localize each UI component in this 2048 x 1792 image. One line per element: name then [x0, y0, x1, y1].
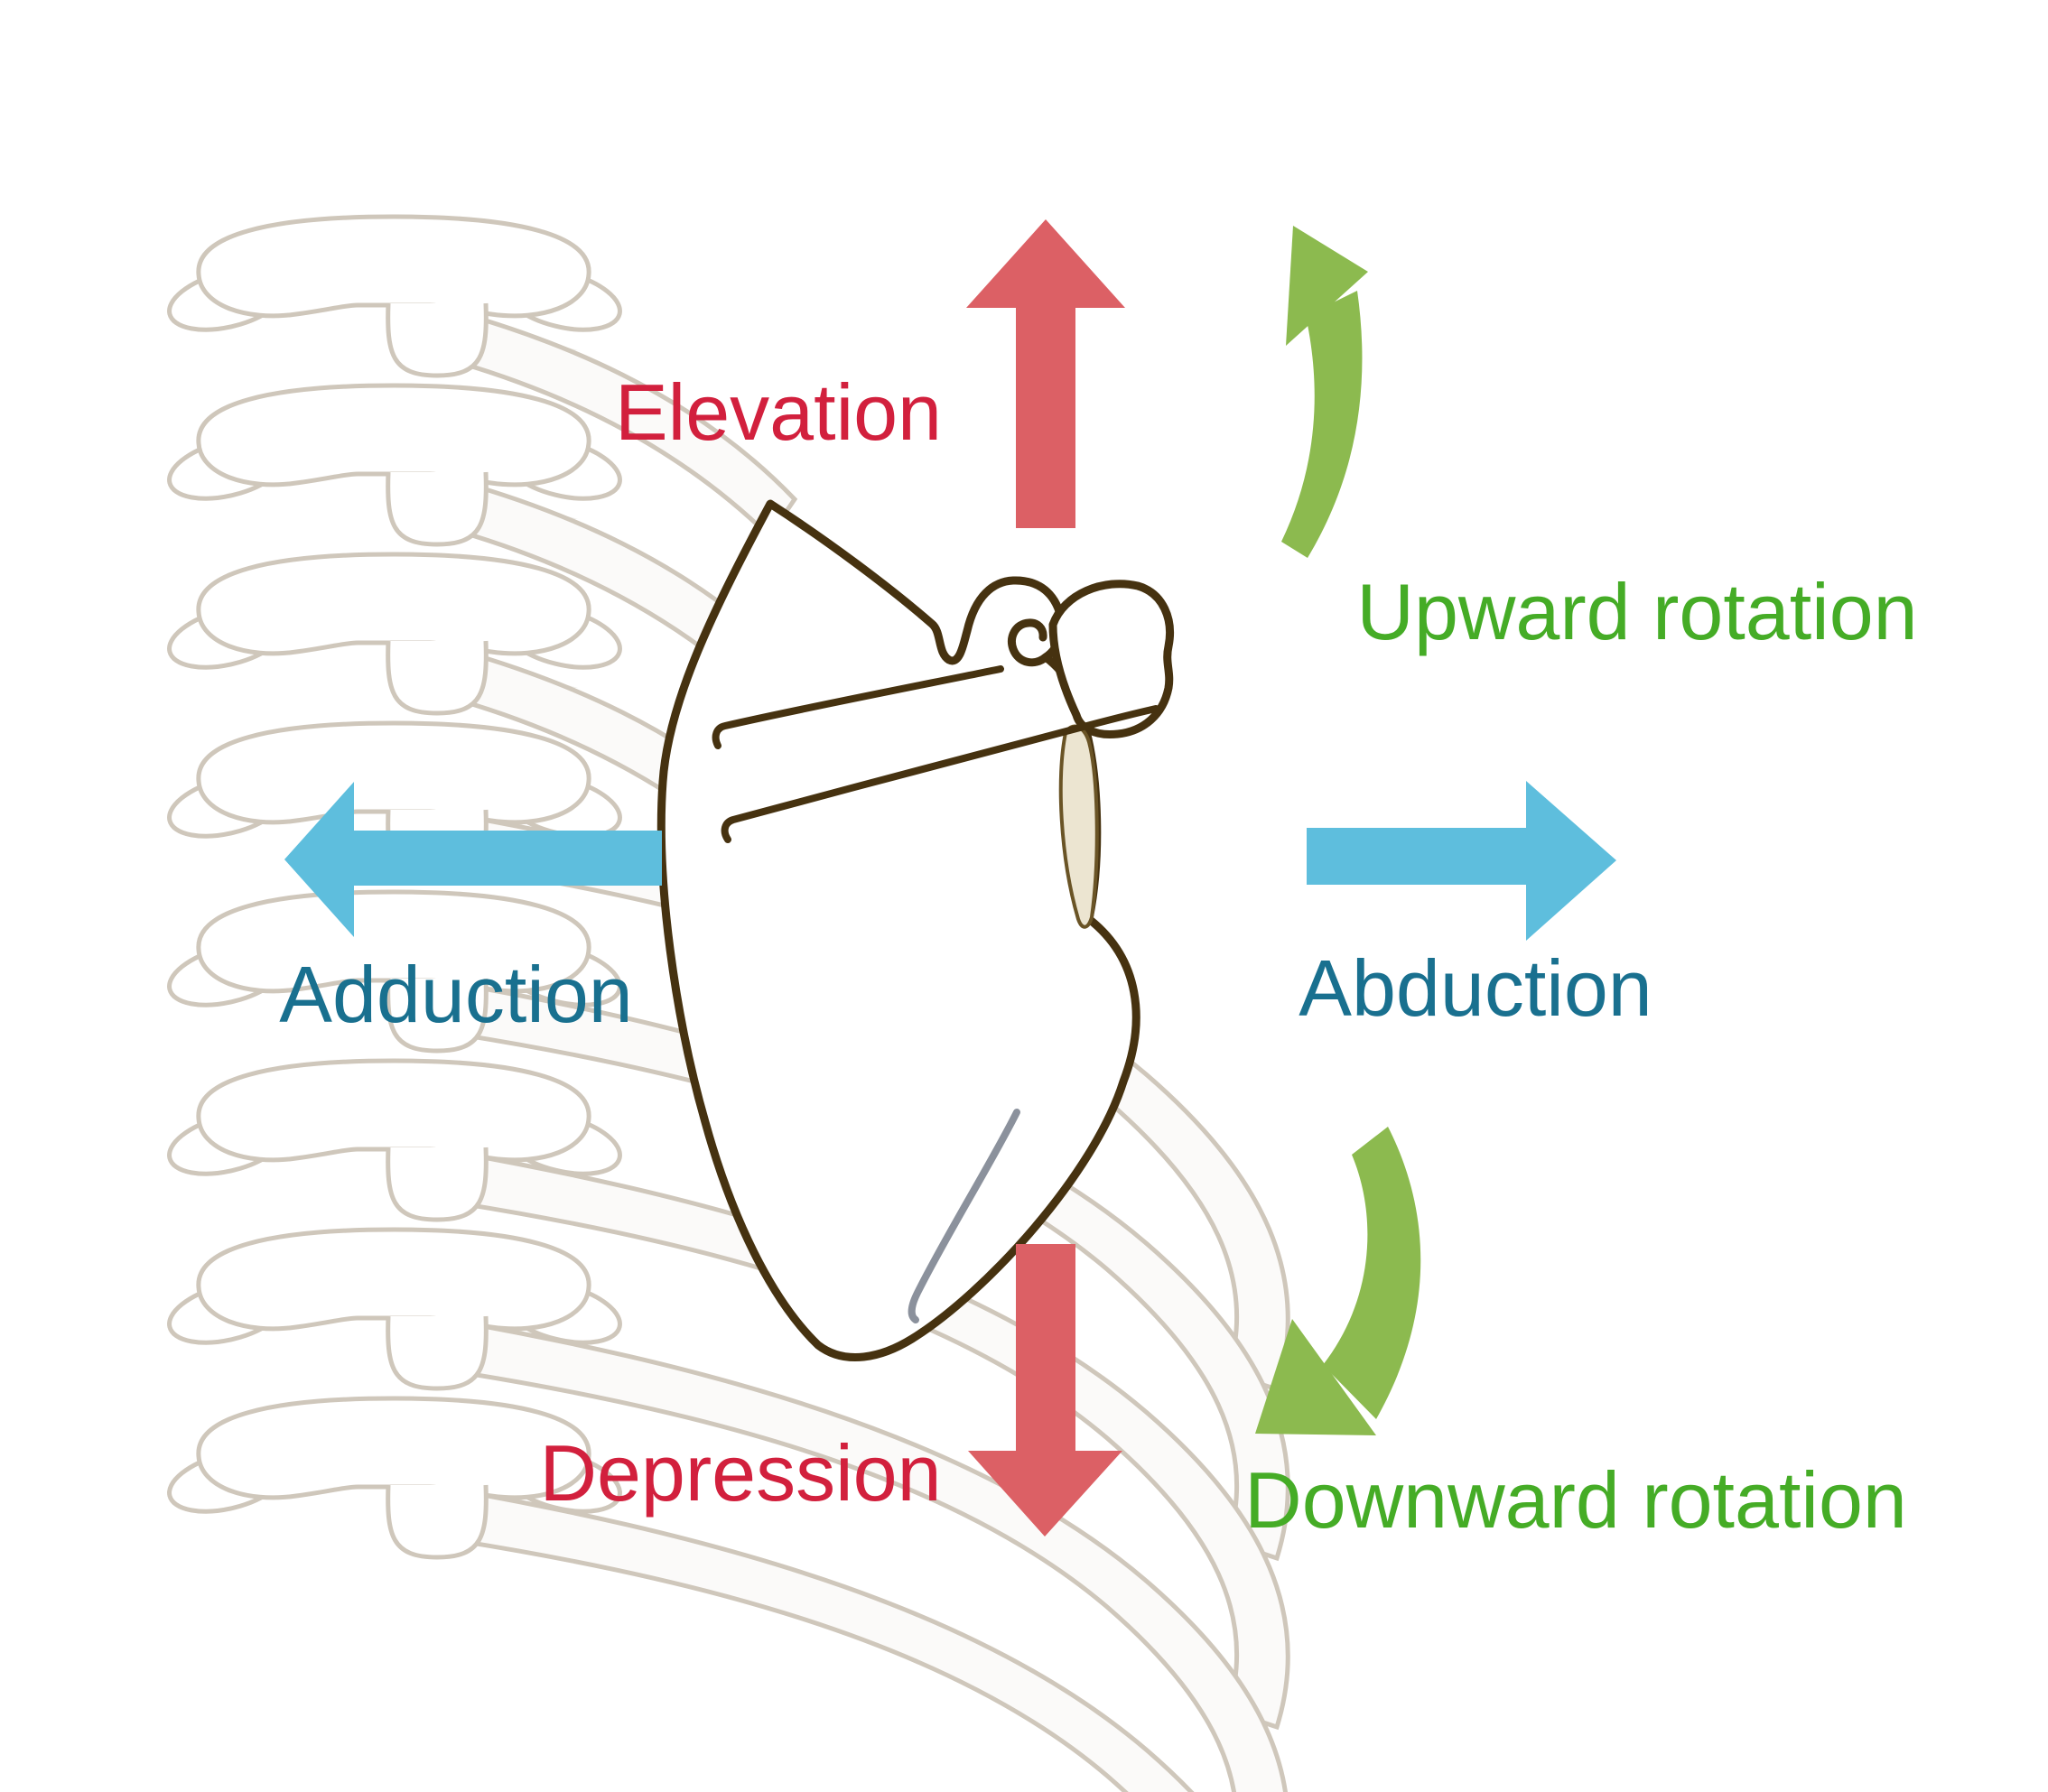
upward-rotation-arrowhead-icon: [1286, 226, 1368, 346]
depression-label: Depression: [539, 1428, 941, 1518]
adduction-arrow-icon: [284, 782, 662, 937]
upward-rotation-label: Upward rotation: [1356, 567, 1917, 656]
glenoid-fossa: [1058, 724, 1099, 929]
depression-arrow-icon: [968, 1244, 1122, 1537]
elevation-arrow-icon: [966, 219, 1125, 528]
downward-rotation-arrowhead-icon: [1255, 1319, 1376, 1435]
acromion-process: [1048, 580, 1174, 739]
inner-ridge-line: [908, 1109, 1020, 1323]
abduction-label: Abduction: [1299, 943, 1652, 1033]
scapular-spine-upper-line: [712, 665, 1004, 749]
adduction-label: Adduction: [279, 950, 632, 1039]
movement-arrows: [284, 219, 1616, 1537]
labels: Elevation Depression Adduction Abduction…: [279, 367, 1917, 1545]
upward-rotation-arrow-icon: [1281, 291, 1363, 558]
downward-rotation-arrow-icon: [1323, 1127, 1421, 1419]
abduction-arrow-icon: [1307, 781, 1616, 941]
scapula: [656, 499, 1174, 1361]
downward-rotation-label: Downward rotation: [1244, 1455, 1907, 1545]
elevation-label: Elevation: [615, 367, 942, 457]
scapular-spine-lower-line: [721, 705, 1159, 843]
coracoid-process: [1008, 618, 1050, 667]
